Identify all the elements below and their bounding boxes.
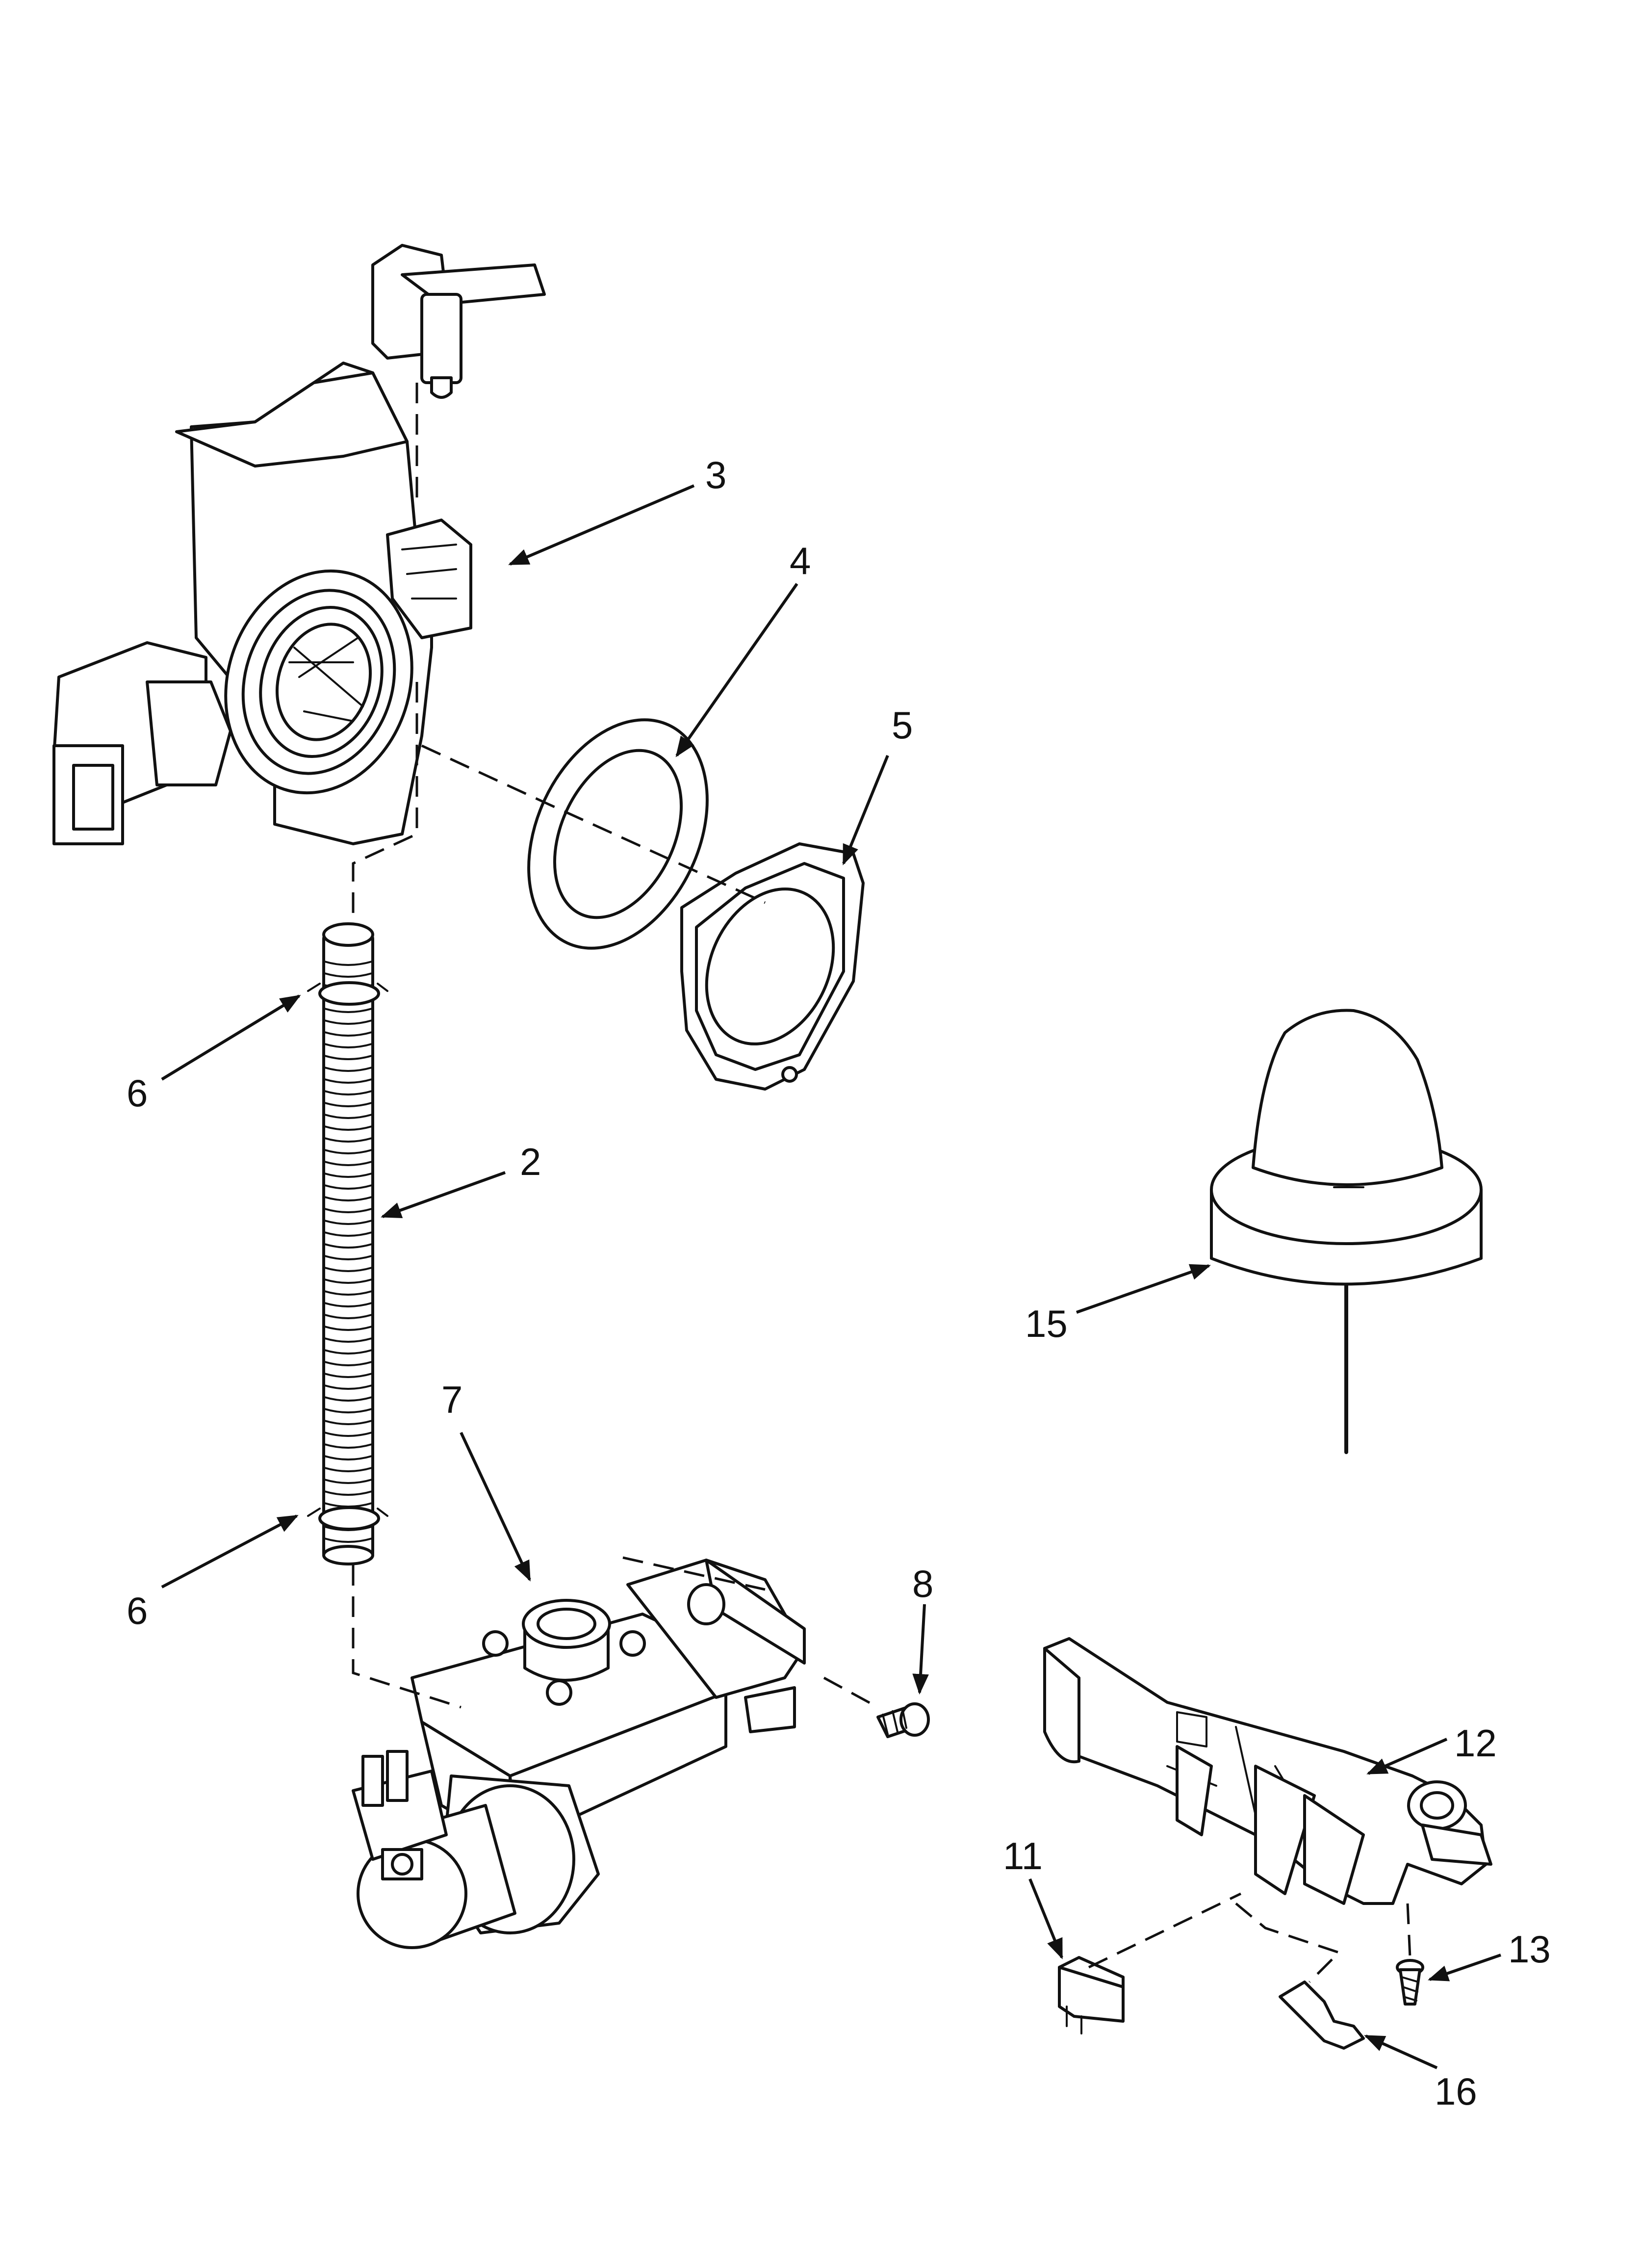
callout-11: 11: [1003, 1834, 1043, 1877]
callout-6-upper: 6: [127, 1071, 148, 1115]
callout-15: 15: [1025, 1302, 1068, 1345]
part-4-gasket: [527, 718, 709, 950]
callout-13: 13: [1508, 1928, 1551, 1971]
callout-5: 5: [892, 704, 913, 747]
part-16-lever: [1279, 1981, 1365, 2050]
callout-6-lower: 6: [127, 1589, 148, 1632]
callout-16: 16: [1435, 2070, 1477, 2113]
part-12-bracket: [1043, 1637, 1492, 1905]
callout-4: 4: [790, 539, 811, 582]
callout-8: 8: [912, 1562, 933, 1605]
part-11-switch: [1058, 1956, 1125, 2034]
leader-lines: [161, 484, 1501, 2069]
part-8-screw: [876, 1702, 930, 1738]
part-13-screw: [1396, 1959, 1424, 2006]
callout-2: 2: [520, 1140, 541, 1183]
part-5-nut: [680, 842, 865, 1091]
callout-7: 7: [441, 1378, 462, 1421]
callout-labels: 3 4 5 6 2 15 7 6 8 12 11 13 16: [127, 453, 1551, 2113]
part-7-valve: [352, 1559, 806, 1949]
callout-3: 3: [705, 453, 726, 496]
part-2-hose: [307, 922, 388, 1565]
callout-12: 12: [1454, 1721, 1497, 1765]
part-15-float: [1210, 1009, 1483, 1454]
assembly-lines: [352, 383, 1411, 1983]
part-3-housing: [52, 244, 546, 845]
